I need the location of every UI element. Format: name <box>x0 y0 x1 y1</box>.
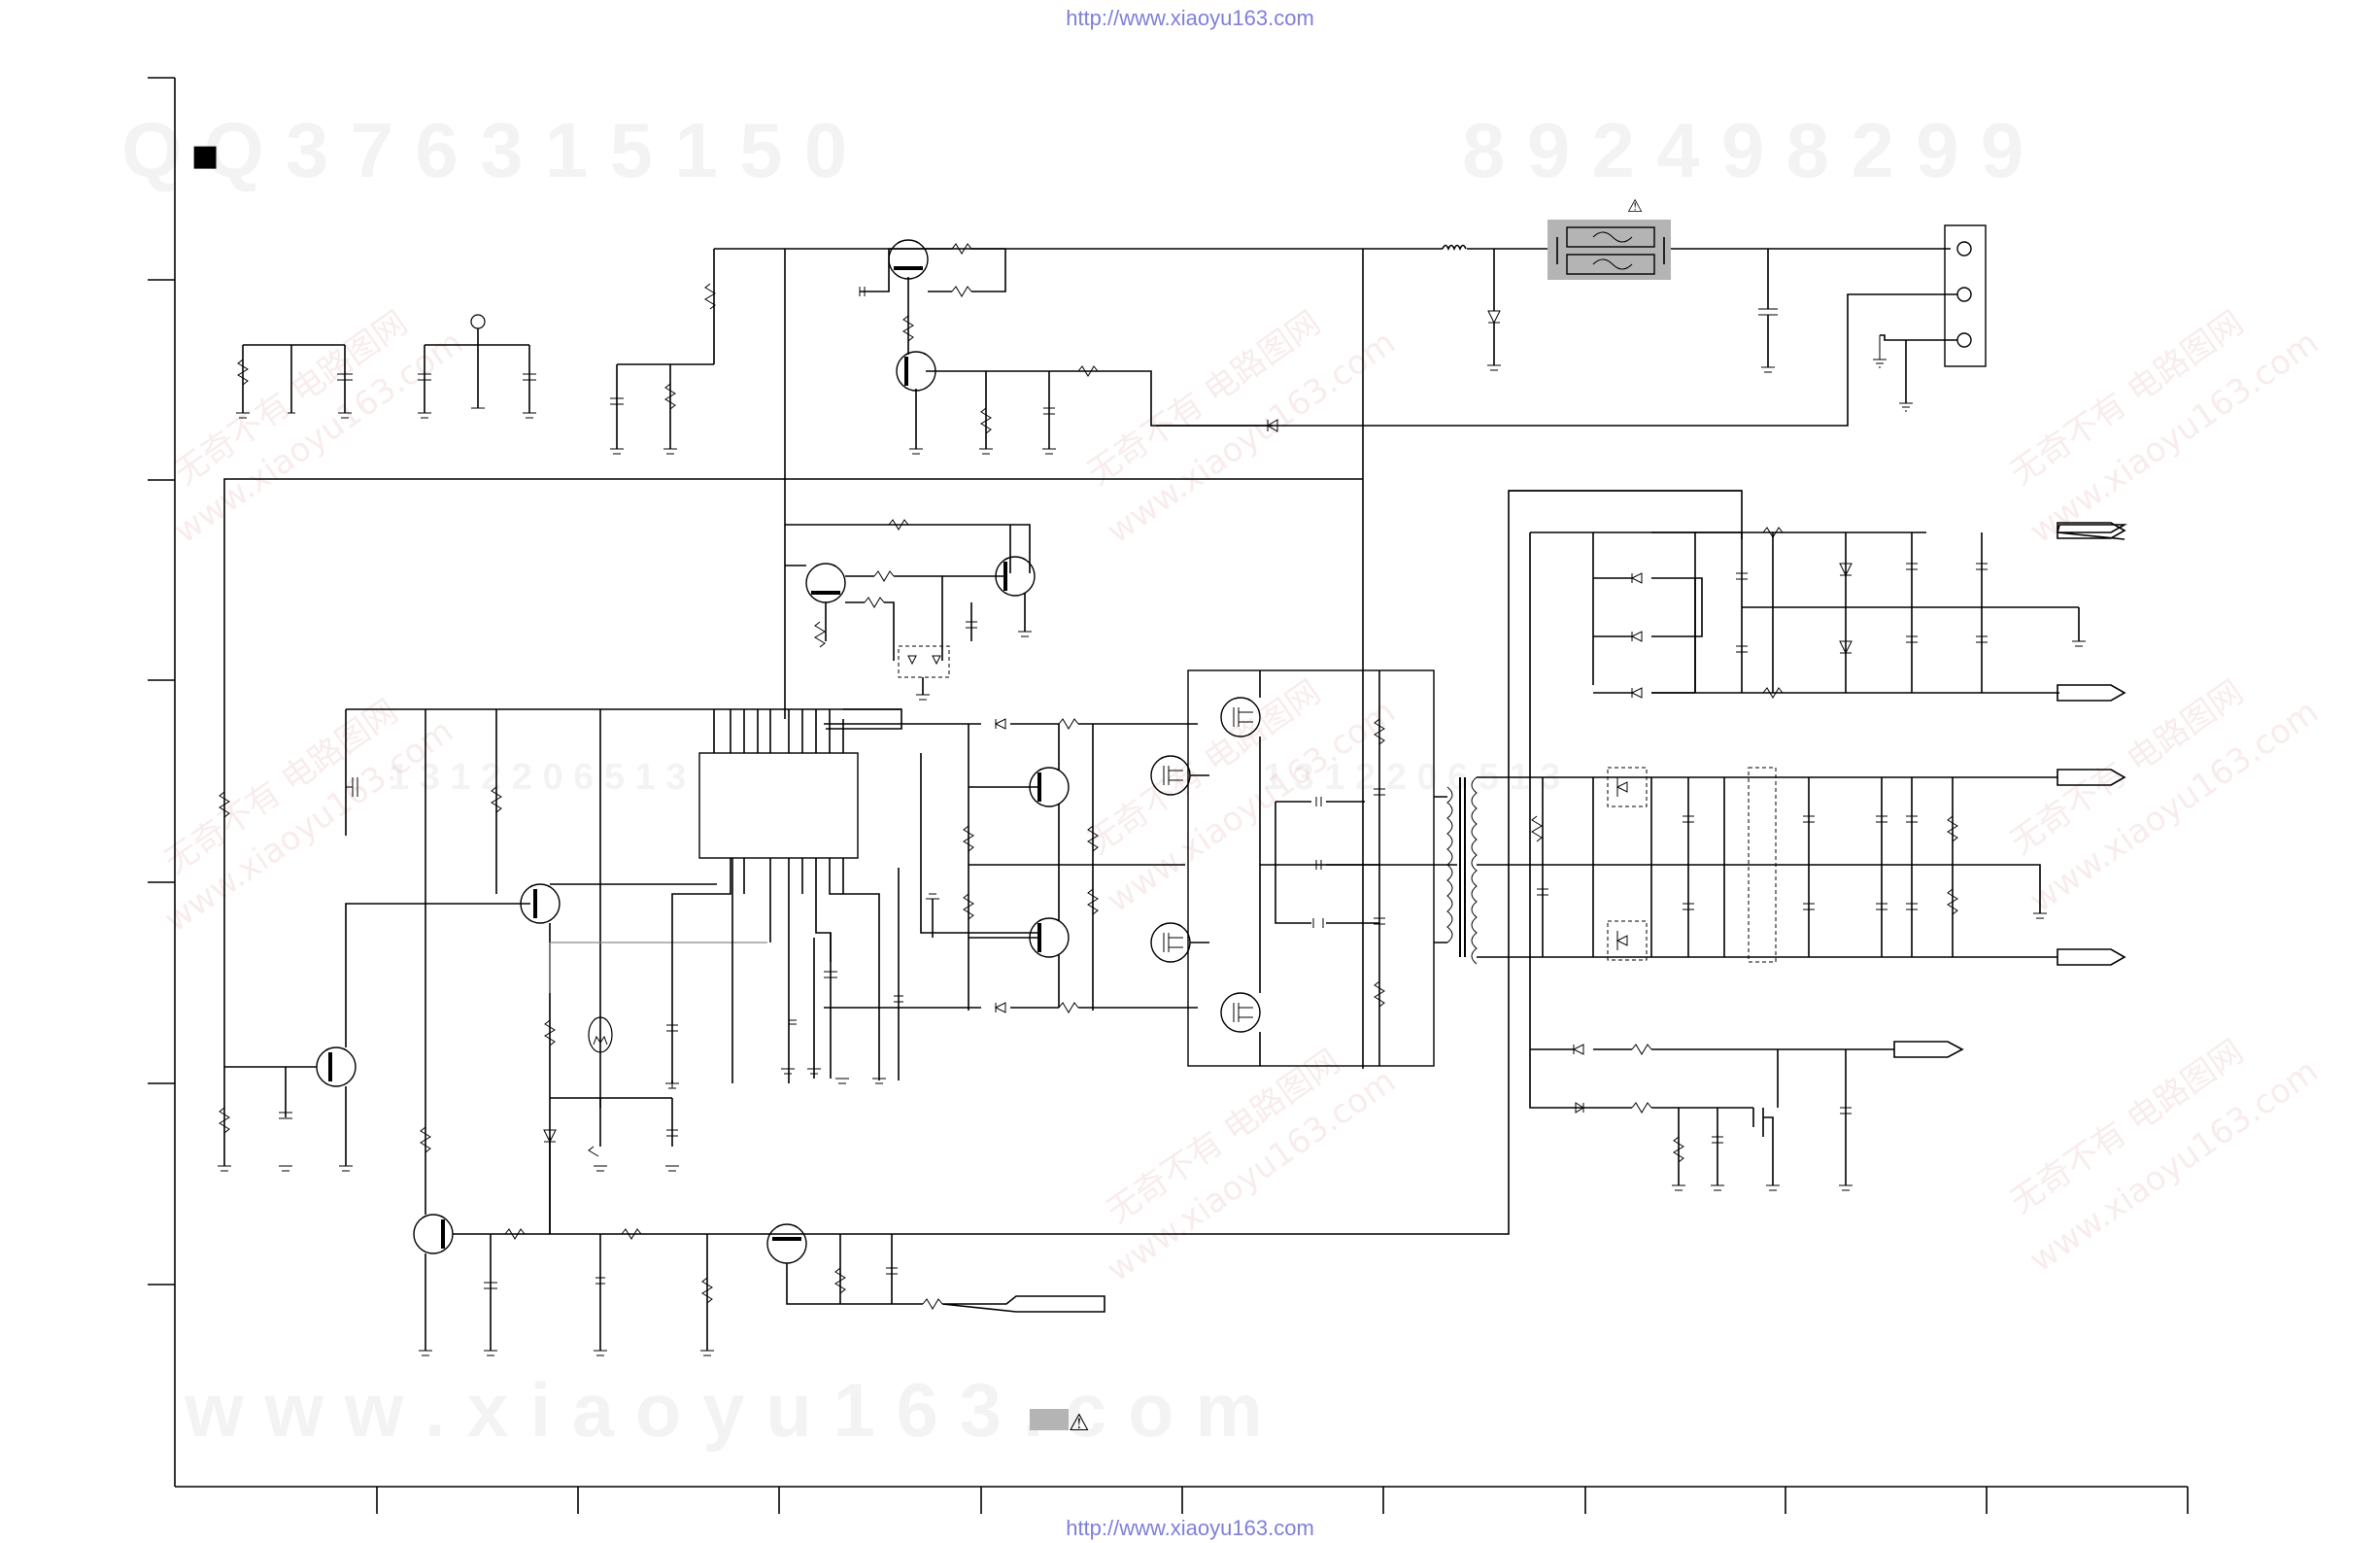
section-marker-icon: ■ <box>191 139 219 173</box>
line-choke-inductor <box>1442 244 1467 252</box>
gate-drive-stage <box>824 718 1198 1013</box>
watermark-mid-digits: 1 3 1 2 2 0 6 5 1 3 <box>389 757 686 798</box>
watermark-qq-left: Q Q 3 7 6 3 1 5 1 5 0 <box>121 107 847 193</box>
output-connector-4 <box>2057 948 2126 966</box>
safety-highlight <box>1547 220 1671 280</box>
standby-pullup-cluster <box>236 314 536 419</box>
drawing-frame <box>148 77 2189 1514</box>
fuse-block: ⚠ <box>1547 196 1671 280</box>
startup-rc-network <box>610 283 716 455</box>
secondary-standby-output <box>1529 1041 1964 1191</box>
output-connector-3 <box>2057 769 2126 786</box>
output-connector-1 <box>2056 524 2128 540</box>
header-url[interactable]: http://www.xiaoyu163.com <box>1066 6 1314 30</box>
left-bus <box>218 478 1363 1172</box>
warning-icon: ⚠ <box>1627 196 1643 217</box>
top-rail <box>713 244 1951 1069</box>
mosfet-bridge-box <box>1150 669 1457 1067</box>
output-connector-2 <box>2057 684 2126 702</box>
rail-filter-parts <box>1487 249 1778 373</box>
common-mode-choke <box>1748 767 1777 963</box>
watermark-bottom-site: w w w . x i a o y u 1 6 3 . c o m <box>184 1367 1263 1453</box>
top-transistor-group <box>859 239 1278 455</box>
watermark-qq-right: 8 9 2 4 9 8 2 9 9 <box>1462 107 2023 193</box>
secondary-main-outputs <box>1531 767 2126 966</box>
ovp-transistor <box>345 708 901 1234</box>
legend-safety-swatch <box>1030 1409 1069 1430</box>
pwm-controller-ic <box>671 708 903 1084</box>
secondary-upper-rectifiers <box>1509 490 2128 1067</box>
protection-transistor <box>286 903 530 1172</box>
ac-inlet-connector <box>1156 224 1987 427</box>
main-transformer <box>1434 776 1543 965</box>
legend-warning-icon: ⚠ <box>1069 1409 1090 1436</box>
bottom-transistor-chain <box>413 490 1743 1356</box>
output-connector-0 <box>2057 522 2126 539</box>
footer-url[interactable]: http://www.xiaoyu163.com <box>1066 1516 1314 1540</box>
feedback-optocoupler <box>785 519 1036 701</box>
output-connector-5 <box>1893 1041 1964 1058</box>
